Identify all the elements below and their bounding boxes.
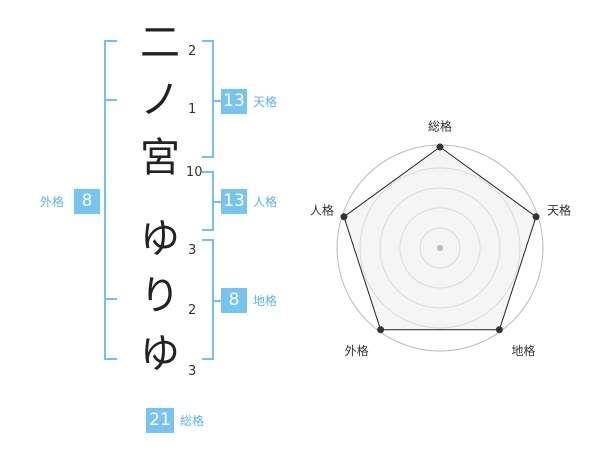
tenkaku-label: 天格: [253, 95, 278, 109]
gaikaku-bracket-tick-2: [104, 298, 117, 300]
name-char-4: ゆ: [140, 216, 180, 262]
radar-point-4: [377, 326, 385, 334]
stroke-count-6: 3: [188, 364, 197, 379]
name-char-6: ゆ: [140, 331, 180, 377]
gaikaku-bracket-bottom: [104, 358, 117, 360]
tenkaku-bracket-vertical: [212, 40, 214, 158]
gaikaku-value-box: 8: [74, 189, 100, 214]
radar-axis-label-1: 総格: [428, 119, 452, 134]
radar-point-5: [340, 213, 348, 221]
radar-axis-label-3: 地格: [511, 343, 535, 358]
tenkaku-value-box: 13: [221, 89, 247, 114]
soukaku-value-box: 21: [146, 408, 174, 433]
gaikaku-bracket-top: [104, 40, 117, 42]
radar-axis-label-2: 天格: [547, 202, 571, 217]
radar-axis-label-5: 人格: [310, 202, 334, 217]
radar-points: [340, 143, 540, 334]
gaikaku-label: 外格: [40, 195, 65, 209]
radar-center-dot: [437, 245, 443, 251]
soukaku-label: 総格: [180, 414, 205, 428]
name-char-3: 宮: [140, 135, 180, 181]
chikaku-bracket-connector: [212, 300, 222, 302]
gaikaku-bracket-tick-1: [104, 99, 117, 101]
name-char-1: 二: [140, 20, 180, 66]
jinkaku-value-box: 13: [221, 189, 247, 214]
radar-point-2: [532, 213, 540, 221]
radar-polygon: [343, 146, 537, 331]
chikaku-value-box: 8: [221, 288, 247, 313]
chikaku-bracket-vertical: [212, 239, 214, 360]
chikaku-bracket-bottom: [202, 358, 214, 360]
stroke-count-1: 2: [188, 44, 197, 59]
radar-point-3: [495, 326, 503, 334]
stroke-count-2: 1: [188, 102, 197, 117]
stroke-count-3: 10: [186, 165, 203, 180]
radar-point-1: [436, 143, 444, 151]
name-char-5: り: [140, 273, 180, 319]
radar-axis-label-4: 外格: [345, 343, 369, 358]
chikaku-bracket-top: [202, 239, 214, 241]
gaikaku-bracket-vertical: [104, 40, 106, 360]
jinkaku-bracket-connector: [212, 201, 222, 203]
tenkaku-bracket-connector: [212, 100, 222, 102]
jinkaku-bracket-top: [202, 171, 214, 173]
jinkaku-label: 人格: [253, 195, 278, 209]
tenkaku-bracket-top: [202, 40, 214, 42]
jinkaku-bracket-bottom: [202, 229, 214, 231]
tenkaku-bracket-bottom: [202, 156, 214, 158]
stroke-count-4: 3: [188, 243, 197, 258]
chikaku-label: 地格: [253, 294, 278, 308]
stroke-count-5: 2: [188, 303, 197, 318]
name-char-2: ノ: [140, 77, 180, 123]
